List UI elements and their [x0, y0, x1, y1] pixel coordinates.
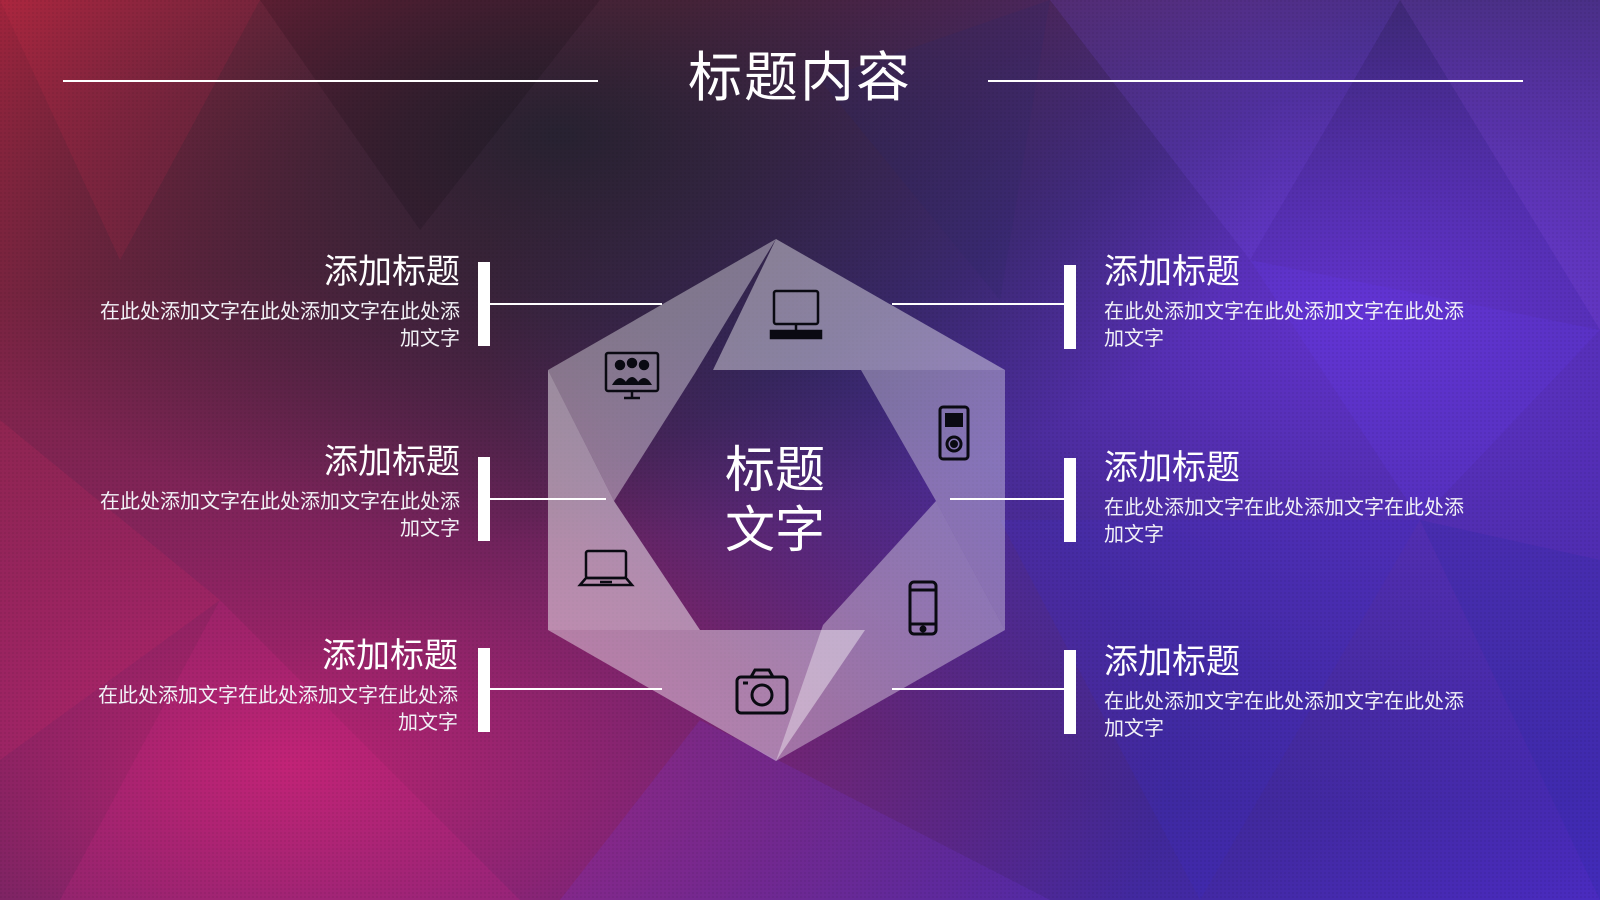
item-left-2-bar: [478, 457, 490, 541]
item-title: 添加标题: [322, 636, 458, 676]
item-title: 添加标题: [1104, 642, 1240, 682]
item-title: 添加标题: [324, 252, 460, 292]
item-right-1: 添加标题 在此处添加文字在此处添加文字在此处添加文字: [1104, 250, 1464, 352]
center-title-line2: 文字: [725, 501, 825, 559]
item-title: 添加标题: [324, 442, 460, 482]
item-right-2-bar: [1064, 458, 1076, 542]
item-right-3-bar: [1064, 650, 1076, 734]
camera-icon: [735, 668, 789, 715]
hexagon-cycle-diagram: [548, 239, 1005, 761]
item-description: 在此处添加文字在此处添加文字在此处添加文字: [98, 683, 458, 734]
center-title: 标题 文字: [690, 440, 860, 560]
title-rule-right: [988, 80, 1523, 82]
segment-upper-left: [548, 239, 776, 501]
item-left-1-bar: [478, 262, 490, 346]
item-description: 在此处添加文字在此处添加文字在此处添加文字: [100, 489, 460, 540]
item-title: 添加标题: [1104, 252, 1240, 292]
item-right-2: 添加标题 在此处添加文字在此处添加文字在此处添加文字: [1104, 446, 1464, 548]
item-description: 在此处添加文字在此处添加文字在此处添加文字: [1104, 689, 1464, 740]
item-right-1-bar: [1064, 265, 1076, 349]
item-description: 在此处添加文字在此处添加文字在此处添加文字: [1104, 299, 1464, 350]
title-rule-left: [63, 80, 598, 82]
item-left-1-connector: [490, 303, 662, 305]
item-right-2-connector: [950, 498, 1064, 500]
laptop-icon: [577, 549, 635, 587]
item-description: 在此处添加文字在此处添加文字在此处添加文字: [1104, 495, 1464, 546]
segment-lower-right: [776, 501, 1005, 761]
item-title: 添加标题: [1104, 448, 1240, 488]
segment-bottom: [548, 630, 865, 761]
item-left-3: 添加标题 在此处添加文字在此处添加文字在此处添加文字: [98, 634, 458, 736]
item-left-1: 添加标题 在此处添加文字在此处添加文字在此处添加文字: [100, 250, 460, 352]
smartphone-icon: [908, 580, 938, 636]
item-right-3-connector: [892, 688, 1064, 690]
page-title: 标题内容: [688, 46, 912, 109]
item-right-1-connector: [892, 303, 1064, 305]
item-left-2: 添加标题 在此处添加文字在此处添加文字在此处添加文字: [100, 440, 460, 542]
item-left-3-connector: [490, 688, 662, 690]
item-left-2-connector: [490, 498, 606, 500]
center-title-line1: 标题: [725, 441, 825, 499]
item-left-3-bar: [478, 648, 490, 732]
item-right-3: 添加标题 在此处添加文字在此处添加文字在此处添加文字: [1104, 640, 1464, 742]
group-presentation-icon: [604, 351, 660, 400]
ipod-icon: [938, 405, 970, 461]
item-description: 在此处添加文字在此处添加文字在此处添加文字: [100, 299, 460, 350]
monitor-icon: [769, 289, 823, 340]
